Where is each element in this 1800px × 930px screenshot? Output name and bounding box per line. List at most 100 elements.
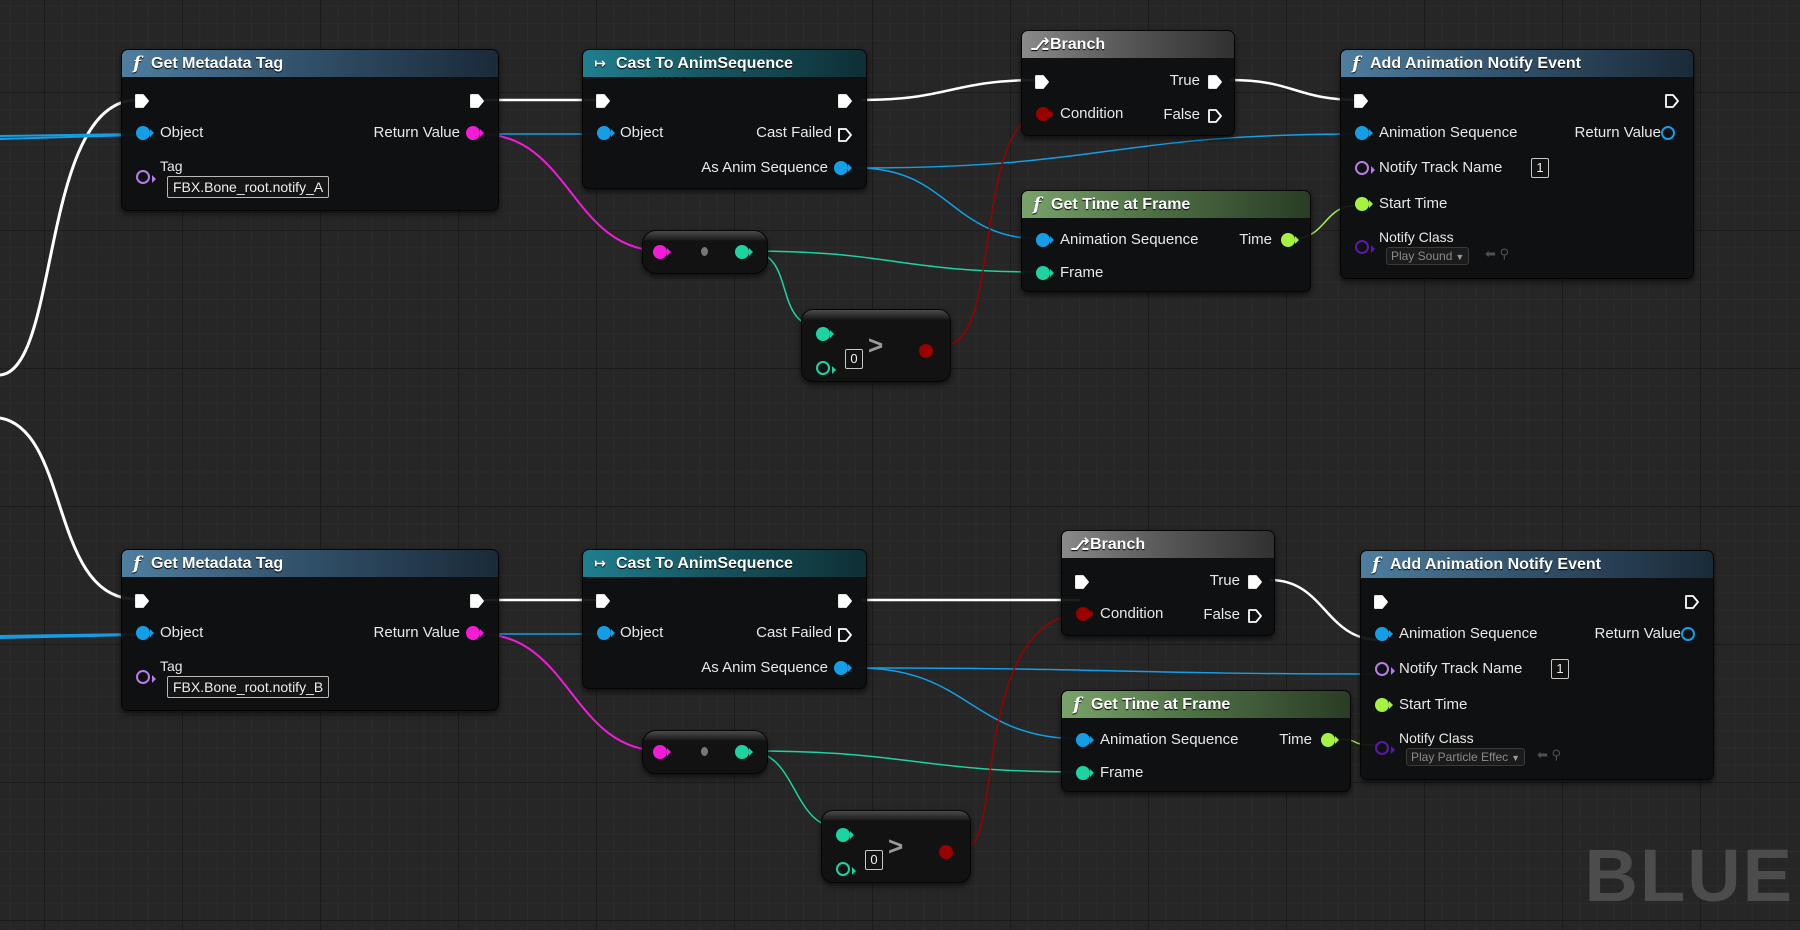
notify-track-name-input[interactable]: 1 (1531, 158, 1549, 178)
exec-in-pin[interactable] (595, 593, 611, 609)
as-anim-sequence-pin[interactable] (834, 661, 852, 675)
notify-track-name-pin[interactable] (1375, 662, 1395, 676)
search-icon[interactable]: ⚲ (1499, 246, 1510, 261)
frame-pin[interactable] (1036, 266, 1054, 280)
object-label: Object (620, 124, 664, 141)
tag-pin[interactable] (136, 670, 156, 684)
compare-result-pin[interactable] (919, 344, 933, 358)
exec-in-pin[interactable] (1373, 594, 1389, 610)
compare-a-pin[interactable] (836, 828, 854, 842)
greater-than-node[interactable]: 0> (801, 309, 951, 382)
cast-to-animsequence-node-header[interactable]: ↦Cast To AnimSequence (583, 50, 866, 77)
notify-track-name-pin[interactable] (1355, 161, 1375, 175)
tag-input[interactable]: FBX.Bone_root.notify_B (167, 676, 330, 698)
true-exec-pin[interactable] (1247, 574, 1263, 590)
conversion-out-pin[interactable] (735, 745, 753, 759)
notify-class-pin[interactable] (1355, 240, 1375, 254)
animation-sequence-pin[interactable] (1076, 733, 1094, 747)
browse-icons[interactable]: ⬅ ⚲ (1537, 747, 1561, 763)
exec-out-pin[interactable] (1664, 93, 1680, 109)
cast-failed-exec-pin[interactable] (837, 627, 853, 643)
true-exec-pin[interactable] (1207, 74, 1223, 90)
false-exec-pin[interactable] (1207, 108, 1223, 124)
greater-than-node[interactable]: 0> (821, 810, 971, 883)
false-exec-pin[interactable] (1247, 608, 1263, 624)
conversion-node[interactable] (642, 730, 768, 774)
notify-class-dropdown[interactable]: Play Sound▼ (1386, 247, 1470, 265)
return-value-pin[interactable] (1661, 126, 1675, 140)
cast-to-animsequence-node-header[interactable]: ↦Cast To AnimSequence (583, 550, 866, 577)
return-value-pin[interactable] (466, 126, 484, 140)
notify-class-dropdown[interactable]: Play Particle Effec▼ (1406, 748, 1526, 766)
compare-result-pin[interactable] (939, 845, 953, 859)
exec-out-pin[interactable] (837, 93, 853, 109)
browse-icons[interactable]: ⬅ ⚲ (1485, 246, 1509, 262)
search-icon[interactable]: ⚲ (1551, 747, 1562, 762)
animation-sequence-pin[interactable] (1375, 627, 1393, 641)
return-value-pin[interactable] (1681, 627, 1695, 641)
compare-b-input[interactable]: 0 (865, 850, 883, 870)
compare-b-input[interactable]: 0 (845, 349, 863, 369)
exec-in-pin[interactable] (1074, 574, 1090, 590)
object-pin[interactable] (597, 626, 615, 640)
object-pin[interactable] (136, 626, 154, 640)
animation-sequence-pin[interactable] (1036, 233, 1054, 247)
object-pin[interactable] (597, 126, 615, 140)
exec-out-pin[interactable] (1684, 594, 1700, 610)
start-time-pin[interactable] (1375, 698, 1393, 712)
cast-failed-label: Cast Failed (756, 124, 832, 141)
return-value-arrow-icon (480, 129, 484, 137)
tag-pin[interactable] (136, 170, 156, 184)
exec-out-pin[interactable] (469, 93, 485, 109)
return-value-pin[interactable] (466, 626, 484, 640)
notify-track-name-input[interactable]: 1 (1551, 659, 1569, 679)
use-selected-icon[interactable]: ⬅ (1537, 747, 1548, 762)
conversion-in-pin[interactable] (653, 245, 671, 259)
cast-icon: ↦ (594, 55, 606, 71)
branch-node-header[interactable]: ⎇Branch (1062, 531, 1274, 558)
start-time-pin[interactable] (1355, 197, 1373, 211)
exec-in-pin[interactable] (595, 93, 611, 109)
animation-sequence-pin[interactable] (1355, 126, 1373, 140)
exec-in-pin[interactable] (134, 93, 150, 109)
exec-in-pin[interactable] (1034, 74, 1050, 90)
conversion-node[interactable] (642, 230, 768, 274)
compare-a-pin[interactable] (816, 327, 834, 341)
use-selected-icon[interactable]: ⬅ (1485, 246, 1496, 261)
condition-pin[interactable] (1036, 107, 1054, 121)
conversion-out-pin[interactable] (735, 245, 753, 259)
exec-out-pin[interactable] (837, 593, 853, 609)
exec-out-pin[interactable] (469, 593, 485, 609)
cast-failed-exec-pin[interactable] (837, 127, 853, 143)
time-pin[interactable] (1321, 733, 1339, 747)
as-anim-sequence-pin[interactable] (834, 161, 852, 175)
frame-pin[interactable] (1076, 766, 1094, 780)
compare-b-pin[interactable] (836, 862, 856, 876)
compare-b-pin[interactable] (816, 361, 836, 375)
exec-in-pin[interactable] (134, 593, 150, 609)
object-pin[interactable] (136, 126, 154, 140)
branch-node-header[interactable]: ⎇Branch (1022, 31, 1234, 58)
time-pin[interactable] (1281, 233, 1299, 247)
condition-pin[interactable] (1076, 607, 1094, 621)
tag-input[interactable]: FBX.Bone_root.notify_A (167, 176, 330, 198)
notify-class-pin[interactable] (1375, 741, 1395, 755)
exec-in-pin[interactable] (1353, 93, 1369, 109)
conversion-in-pin[interactable] (653, 745, 671, 759)
